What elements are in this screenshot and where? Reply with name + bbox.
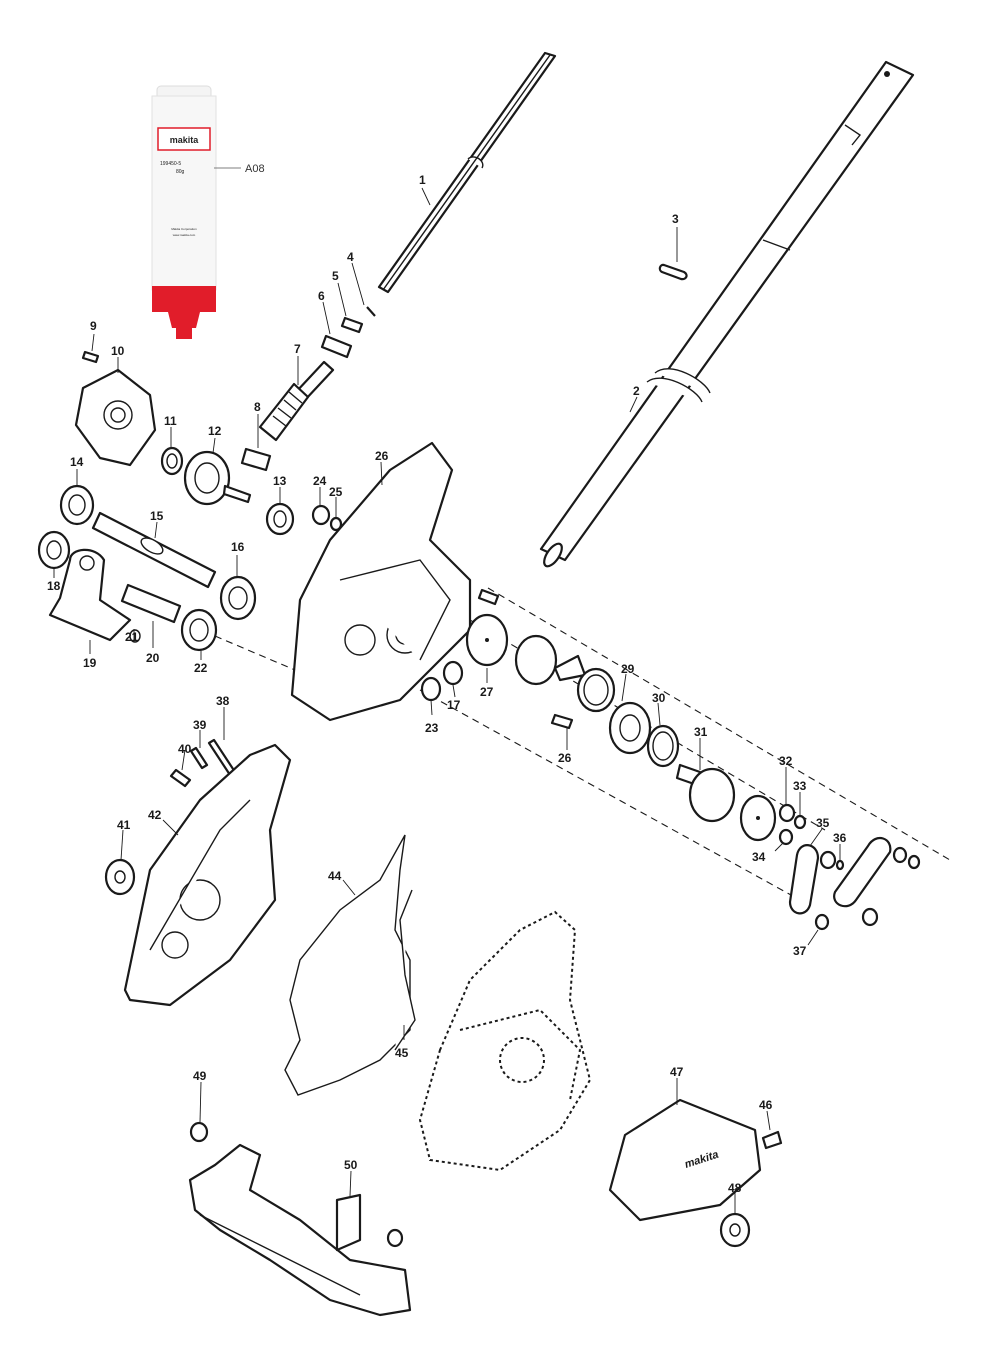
grease-brand: makita <box>170 135 200 145</box>
part-31b-disc <box>739 794 777 842</box>
parts-4-5-6 <box>320 306 376 359</box>
grease-small-text-1: Makita Corporation <box>171 227 197 231</box>
callout-34: 34 <box>752 850 766 864</box>
callout-35: 35 <box>816 816 830 830</box>
callout-27: 27 <box>480 685 494 699</box>
callout-41: 41 <box>117 818 131 832</box>
callout-25: 25 <box>329 485 343 499</box>
part-26-gear-housing <box>290 441 472 722</box>
callout-22: 22 <box>194 661 208 675</box>
callout-37: 37 <box>793 944 807 958</box>
callout-14: 14 <box>70 455 84 469</box>
callout-8: 8 <box>254 400 261 414</box>
callout-36: 36 <box>833 831 847 845</box>
part-32-33-washers <box>778 803 807 846</box>
callout-labels: 1 2 3 4 5 6 7 8 9 10 11 12 13 14 15 16 1 <box>47 173 847 1213</box>
callout-31: 31 <box>694 725 708 739</box>
parts-46-47-48-cover: makita <box>608 1098 783 1248</box>
callout-38: 38 <box>216 694 230 708</box>
callout-9: 9 <box>90 319 97 333</box>
part-35-link-arms <box>788 836 921 931</box>
callout-18: 18 <box>47 579 61 593</box>
callout-30: 30 <box>652 691 666 705</box>
part-8-bearing <box>240 447 272 472</box>
callout-10: 10 <box>111 344 125 358</box>
part-12-gear <box>183 450 252 506</box>
part-24-25 <box>311 504 343 532</box>
callout-33: 33 <box>793 779 807 793</box>
part-15-shaft <box>91 511 217 589</box>
part-14-bearing <box>59 484 95 526</box>
callout-48: 48 <box>728 1181 742 1195</box>
callout-19: 19 <box>83 656 97 670</box>
ghost-housing-dotted <box>418 910 592 1172</box>
callout-4: 4 <box>347 250 354 264</box>
part-16-bearing <box>219 575 257 621</box>
part-41-gear <box>104 858 136 896</box>
part-30b-bearing <box>646 724 680 768</box>
callout-49: 49 <box>193 1069 207 1083</box>
callout-7: 7 <box>294 342 301 356</box>
part-30-ring <box>608 701 652 755</box>
callout-6: 6 <box>318 289 325 303</box>
part-27-disc <box>465 588 509 667</box>
callout-3: 3 <box>672 212 679 226</box>
part-7-worm-gear <box>258 360 335 442</box>
grease-label-a08: A08 <box>245 163 265 175</box>
part-20-21-shaft <box>120 583 182 643</box>
callout-29: 29 <box>621 662 635 676</box>
part-22-bearing <box>180 608 218 652</box>
callout-23: 23 <box>425 721 439 735</box>
callout-21: 21 <box>125 630 139 644</box>
callout-45: 45 <box>395 1046 409 1060</box>
parts-44-45-gaskets <box>284 834 416 1096</box>
part-17-23-rings <box>420 660 464 702</box>
callout-42: 42 <box>148 808 162 822</box>
callout-26: 26 <box>375 449 389 463</box>
part-11-ring <box>160 446 184 476</box>
callout-15: 15 <box>150 509 164 523</box>
part-18-bearing <box>37 530 71 570</box>
callout-47: 47 <box>670 1065 684 1079</box>
part-42-housing <box>123 743 292 1007</box>
part-28-bolt <box>550 713 574 730</box>
grease-part-number: 199450-5 <box>160 161 181 167</box>
callout-2: 2 <box>633 384 640 398</box>
callout-16: 16 <box>231 540 245 554</box>
callout-5: 5 <box>332 269 339 283</box>
callout-46: 46 <box>759 1098 773 1112</box>
makita-logo-icon <box>157 127 211 151</box>
part-2-tube <box>539 60 915 568</box>
callout-32: 32 <box>779 754 793 768</box>
part-3-pin <box>658 263 688 281</box>
callout-40: 40 <box>178 742 192 756</box>
callout-13: 13 <box>273 474 287 488</box>
part-13-ring <box>265 502 295 536</box>
part-1-shaft <box>377 51 557 294</box>
callout-44: 44 <box>328 869 342 883</box>
grease-tube: makita 199450-5 80g Makita Corporation w… <box>151 85 265 339</box>
callout-26b: 26 <box>558 751 572 765</box>
callout-11: 11 <box>164 414 177 428</box>
parts-38-40-screws <box>169 738 239 788</box>
parts-49-50-bracket <box>188 1121 412 1317</box>
callout-20: 20 <box>146 651 160 665</box>
callout-12: 12 <box>208 424 222 438</box>
callout-39: 39 <box>193 718 207 732</box>
grease-weight: 80g <box>176 169 185 175</box>
callout-24: 24 <box>313 474 327 488</box>
part-29-crank <box>514 634 616 713</box>
part-31-crank <box>675 763 736 823</box>
grease-small-text-2: www.makita.com <box>173 233 196 237</box>
part-19-con-rod <box>48 548 132 642</box>
callout-50: 50 <box>344 1158 358 1172</box>
part-9-10-cover <box>74 350 157 467</box>
callout-1: 1 <box>419 173 426 187</box>
callout-17: 17 <box>447 698 461 712</box>
